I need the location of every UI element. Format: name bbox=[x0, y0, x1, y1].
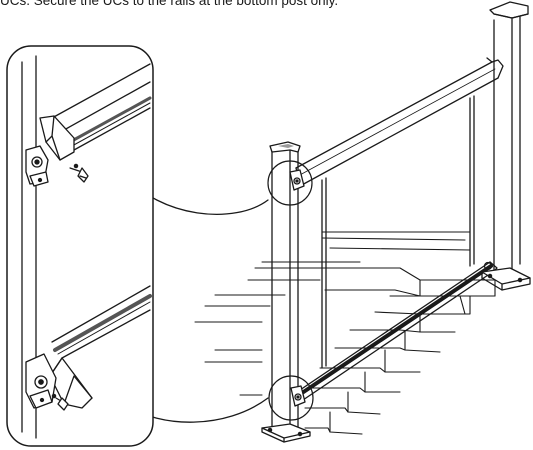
tread bbox=[304, 427, 331, 433]
inset-upper-detail bbox=[25, 63, 152, 187]
rail-end-screw bbox=[483, 261, 493, 271]
tread bbox=[309, 387, 366, 393]
landing-line bbox=[329, 247, 471, 251]
tread bbox=[324, 289, 421, 297]
upper-connection-detail bbox=[267, 160, 313, 206]
top-rail bbox=[295, 57, 504, 187]
stair-side bbox=[459, 295, 471, 315]
tread bbox=[334, 347, 406, 351]
inset-lower-detail bbox=[25, 285, 152, 411]
inset-frame bbox=[6, 45, 154, 447]
callout-circle-bottom bbox=[268, 375, 314, 421]
tread bbox=[299, 267, 496, 281]
riser bbox=[384, 349, 421, 373]
landing-line bbox=[321, 237, 466, 241]
tread bbox=[304, 407, 349, 413]
riser bbox=[329, 411, 363, 435]
instruction-caption: UCs. Secure the UCs to the rails at the … bbox=[0, 0, 339, 8]
riser bbox=[347, 391, 381, 415]
infill-posts bbox=[321, 95, 475, 369]
upper-post bbox=[481, 1, 531, 291]
riser bbox=[374, 311, 456, 333]
riser bbox=[364, 371, 401, 393]
detail-inset bbox=[6, 45, 154, 447]
stairs bbox=[194, 231, 496, 435]
bottom-rail bbox=[296, 261, 498, 401]
callout-circle-top bbox=[267, 160, 313, 206]
riser bbox=[404, 331, 441, 353]
tread bbox=[389, 295, 466, 315]
tread bbox=[349, 329, 421, 333]
lower-connection-detail bbox=[268, 375, 314, 421]
